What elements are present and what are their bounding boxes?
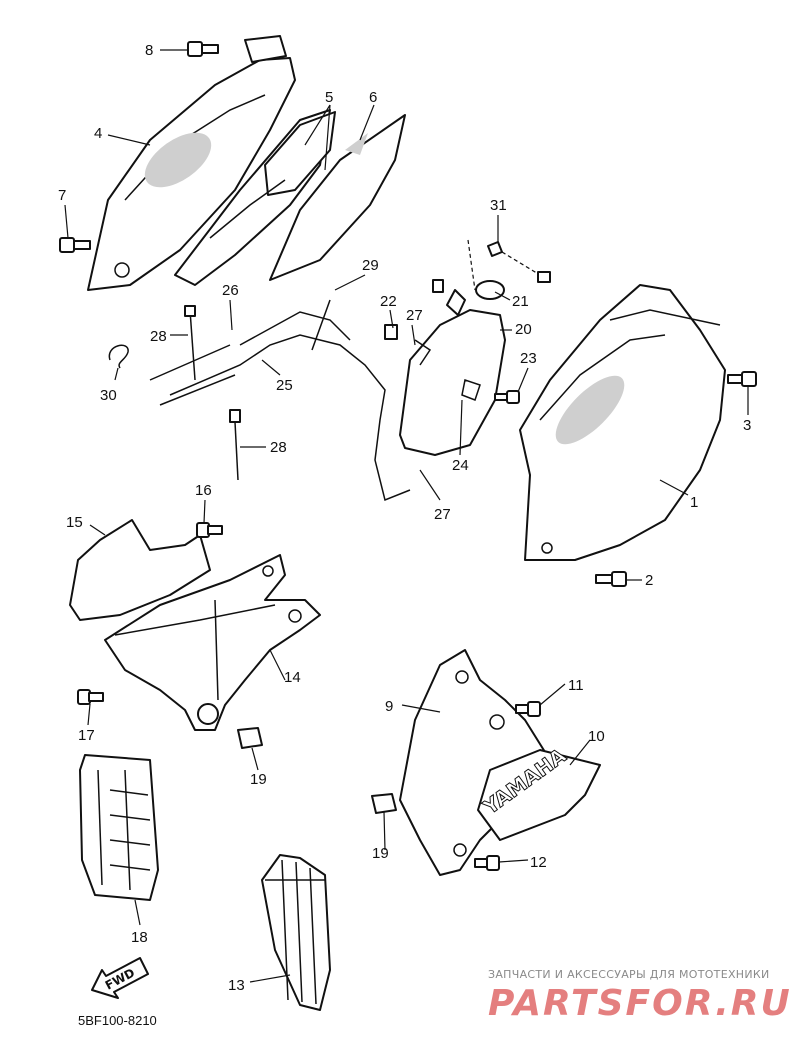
bolt-16 xyxy=(196,522,223,538)
callout-27-upper: 27 xyxy=(406,307,423,324)
callout-30: 30 xyxy=(100,387,117,404)
callout-27-lower: 27 xyxy=(434,506,451,523)
callout-16: 16 xyxy=(195,482,212,499)
nut-19-right xyxy=(371,793,397,814)
callout-25: 25 xyxy=(276,377,293,394)
watermark: ЗАПЧАСТИ И АКСЕССУАРЫ ДЛЯ МОТОТЕХНИКИ PA… xyxy=(488,968,792,1024)
callout-19-right: 19 xyxy=(372,845,389,862)
part-5-panel xyxy=(174,109,336,286)
callout-1: 1 xyxy=(690,494,698,511)
callout-4: 4 xyxy=(94,125,102,142)
part-1-side-cover xyxy=(519,284,726,561)
watermark-logo: PARTSFOR.RU xyxy=(488,983,792,1024)
bolt-11 xyxy=(515,701,541,717)
part-6-decal xyxy=(269,114,406,281)
callout-8: 8 xyxy=(145,42,153,59)
callout-11: 11 xyxy=(568,677,584,694)
callout-17: 17 xyxy=(78,727,95,744)
fwd-arrow-icon: FWD xyxy=(91,957,149,999)
callout-9: 9 xyxy=(385,698,393,715)
part-4-side-cover xyxy=(87,35,296,291)
callout-23: 23 xyxy=(520,350,537,367)
callout-22: 22 xyxy=(380,293,397,310)
bolt-2 xyxy=(595,571,627,587)
part-14-air-scoop xyxy=(104,554,321,731)
bolt-12 xyxy=(474,855,500,871)
bolt-17 xyxy=(77,689,104,705)
callout-numbers: 8 4 7 5 6 28 26 25 30 29 31 21 20 22 27 … xyxy=(58,42,751,994)
callout-29: 29 xyxy=(362,257,379,274)
callout-28-upper: 28 xyxy=(150,328,167,345)
tie-wrap-28-lower xyxy=(229,409,241,481)
callout-10: 10 xyxy=(588,728,605,745)
callout-20: 20 xyxy=(515,321,532,338)
callout-2: 2 xyxy=(645,572,653,589)
callout-14: 14 xyxy=(284,669,301,686)
part-18-radiator-grille xyxy=(79,754,159,901)
part-31-washer xyxy=(467,239,551,291)
callout-24: 24 xyxy=(452,457,469,474)
bolt-7 xyxy=(59,237,91,253)
drawing-code: 5BF100-8210 xyxy=(78,1013,157,1028)
watermark-tagline: ЗАПЧАСТИ И АКСЕССУАРЫ ДЛЯ МОТОТЕХНИКИ xyxy=(488,968,770,981)
leader-lines xyxy=(64,49,749,983)
callout-21: 21 xyxy=(512,293,529,310)
part-20-reservoir-tank xyxy=(384,279,506,456)
callout-13: 13 xyxy=(228,977,245,994)
part-10-graphic: YAMAHA xyxy=(477,743,601,841)
bolt-8 xyxy=(187,41,219,57)
callout-5: 5 xyxy=(325,89,333,106)
callout-31: 31 xyxy=(490,197,507,214)
part-15-decal xyxy=(69,519,211,621)
callout-7: 7 xyxy=(58,187,66,204)
callout-26: 26 xyxy=(222,282,239,299)
hose-assembly xyxy=(108,299,411,502)
bolt-3 xyxy=(727,371,757,387)
callout-19-left: 19 xyxy=(250,771,267,788)
callout-3: 3 xyxy=(743,417,751,434)
callout-28-lower: 28 xyxy=(270,439,287,456)
nut-19-left xyxy=(237,727,263,749)
part-13-radiator-louver xyxy=(261,854,331,1011)
bolt-23 xyxy=(494,390,520,404)
callout-12: 12 xyxy=(530,854,547,871)
callout-18: 18 xyxy=(131,929,148,946)
callout-15: 15 xyxy=(66,514,83,531)
callout-6: 6 xyxy=(369,89,377,106)
